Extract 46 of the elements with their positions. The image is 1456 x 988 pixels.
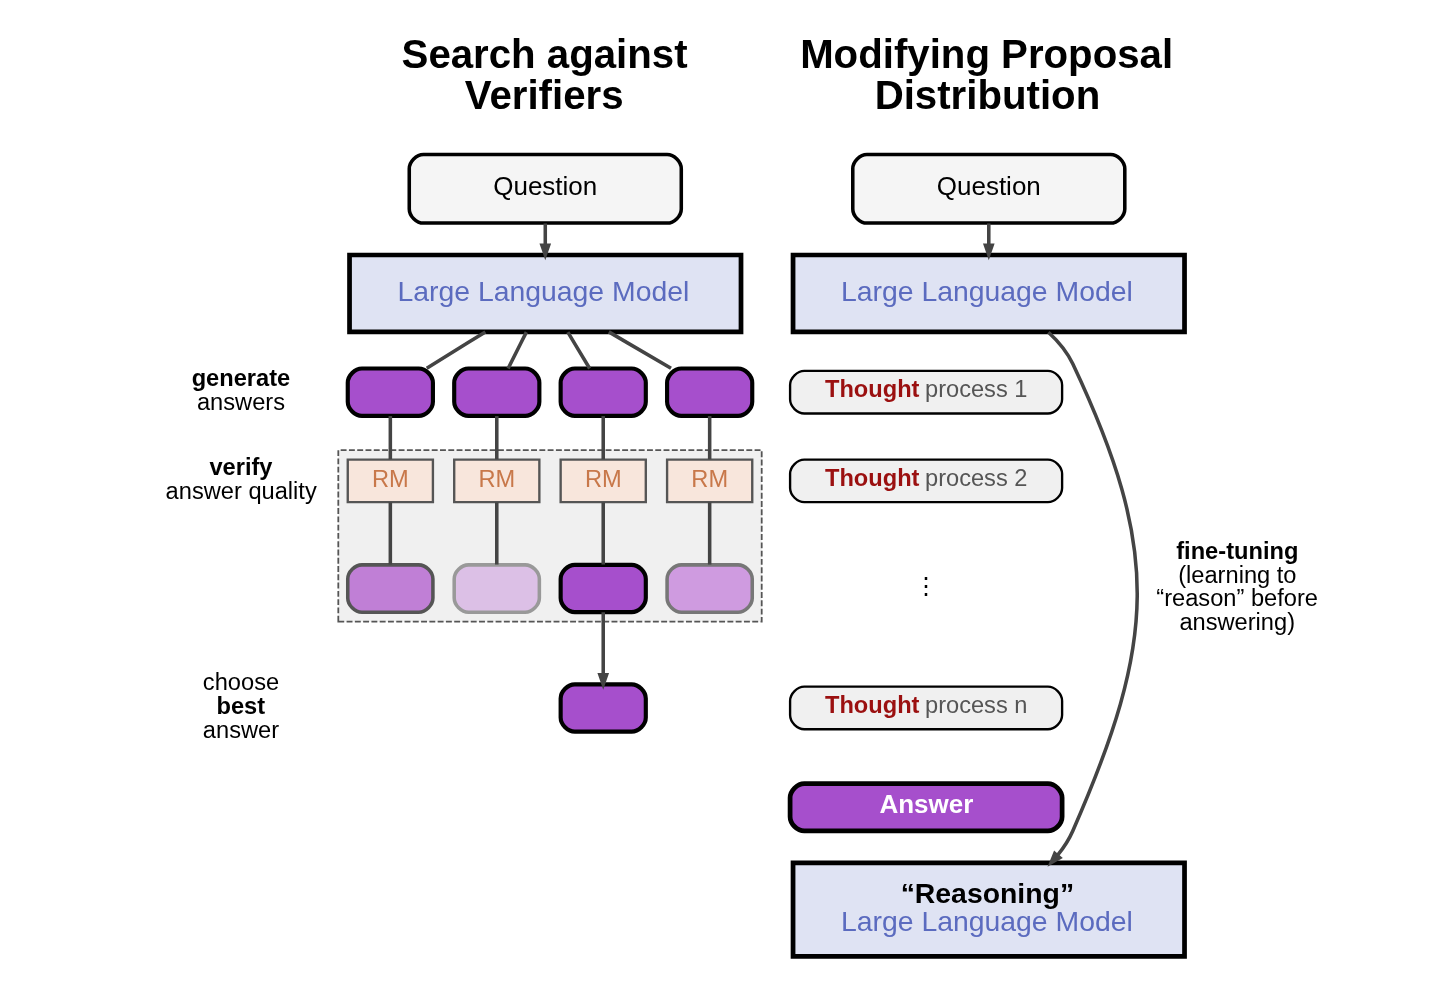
node-box [665, 562, 755, 614]
node-box [665, 365, 755, 418]
node-box: Answer [787, 780, 1065, 833]
node-box [558, 681, 648, 734]
edge-label: fine-tuning (learning to “reason” before answering) [1156, 537, 1318, 635]
node-box: RM [559, 457, 647, 503]
label: Search against Verifiers [401, 31, 688, 118]
connector [495, 501, 499, 565]
node-box: Large Language Model [347, 252, 744, 334]
label: verify answer quality [165, 453, 317, 504]
connector [388, 501, 393, 565]
node-box: RM [453, 457, 541, 503]
node-box [452, 562, 542, 614]
connector [425, 329, 487, 370]
connector [495, 415, 499, 459]
connector [707, 415, 712, 459]
connector [707, 501, 712, 565]
label: ⋮ [913, 572, 938, 599]
connector [607, 329, 672, 370]
node-box: RM [346, 457, 435, 503]
node-box: “Reasoning” Large Language Model [790, 860, 1187, 959]
node-box [558, 562, 648, 614]
connector [601, 415, 605, 459]
arrow [597, 611, 610, 690]
node-box [558, 365, 648, 418]
label: Modifying Proposal Distribution [800, 31, 1174, 118]
node-box: Question [407, 152, 684, 225]
node-box [452, 365, 542, 418]
node-box [346, 562, 435, 614]
node-box: Thought process 1 [788, 369, 1064, 415]
node-box: Thought process 2 [788, 457, 1064, 503]
arrow [1047, 330, 1139, 867]
arrow [539, 222, 552, 260]
label: choose best answer [202, 668, 280, 743]
arrow [982, 222, 995, 260]
node-box [345, 365, 435, 418]
label: generate answers [191, 364, 291, 415]
connector [388, 415, 393, 459]
connector [566, 330, 592, 369]
cluster [337, 448, 763, 623]
connector [601, 501, 605, 565]
node-box: Thought process n [788, 685, 1064, 730]
node-box: Large Language Model [790, 252, 1187, 334]
connector [506, 330, 528, 369]
node-box: Question [851, 152, 1127, 225]
node-box: RM [665, 457, 754, 503]
